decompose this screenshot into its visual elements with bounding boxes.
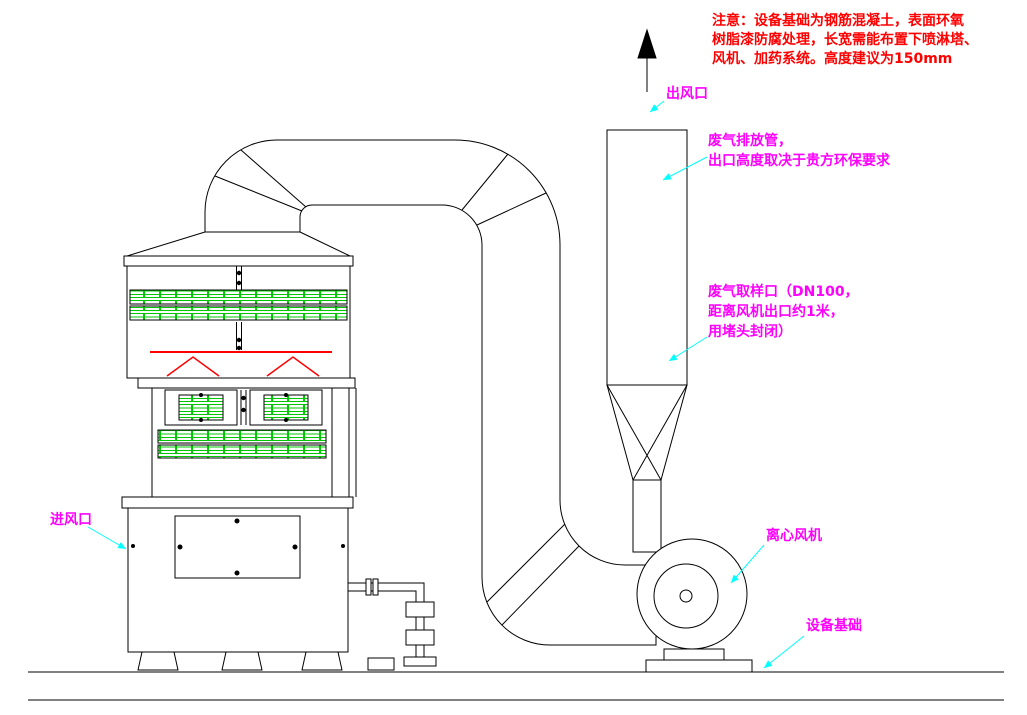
hood-side	[299, 231, 351, 257]
cone-brace	[632, 384, 688, 481]
pipe-base	[403, 656, 437, 667]
label-line: 用堵头封闭）	[708, 324, 792, 340]
tank-flange	[121, 496, 354, 509]
valve	[405, 629, 435, 646]
floor-drain	[367, 657, 395, 671]
drain-piping	[348, 578, 437, 671]
hood-side	[126, 231, 206, 257]
stack-body	[606, 129, 688, 386]
label-air-inlet: 进风口	[50, 512, 92, 528]
packing-band	[129, 289, 348, 305]
tower-foot	[221, 651, 263, 671]
fan-pedestal	[663, 648, 725, 661]
label-equipment-foundation: 设备基础	[806, 618, 862, 634]
note-text: 注意：设备基础为钢筋混凝土，表面环氧 树脂漆防腐处理，长宽需能布置下喷淋塔、 风…	[712, 12, 978, 69]
door-window-packing	[263, 394, 309, 421]
label-sampling-port: 废气取样口（DN100， 距离风机出口约1米， 用堵头封闭）	[708, 282, 859, 342]
fan-discharge	[632, 479, 662, 553]
mid-flange	[137, 377, 356, 389]
elbow-seam-lines	[214, 149, 580, 626]
leader-centrifugal-fan	[730, 544, 765, 584]
label-line: 出口高度取决于贵方环保要求	[708, 153, 890, 169]
fan-hub	[679, 589, 693, 603]
packing-band	[157, 429, 327, 444]
spray-nozzle	[166, 356, 220, 377]
label-line: 距离风机出口约1米，	[708, 304, 844, 320]
packing-band	[129, 305, 348, 321]
door-window-packing	[178, 394, 224, 421]
valve	[405, 601, 435, 618]
flow-arrow-icon	[637, 28, 657, 92]
transition-cone	[606, 384, 688, 481]
ground-line	[28, 671, 1004, 701]
leader-exhaust-pipe	[662, 156, 708, 181]
leader-air-outlet	[649, 100, 665, 113]
fan-base-plate	[645, 659, 753, 673]
leader-foundation	[763, 635, 805, 669]
label-line: 废气取样口（DN100，	[708, 284, 859, 300]
note-line: 树脂漆防腐处理，长宽需能布置下喷淋塔、	[712, 32, 978, 48]
label-centrifugal-fan: 离心风机	[766, 528, 822, 544]
note-line: 注意：设备基础为钢筋混凝土，表面环氧	[712, 13, 964, 29]
leader-sampling-port	[668, 336, 708, 362]
label-exhaust-pipe: 废气排放管， 出口高度取决于贵方环保要求	[708, 131, 890, 171]
spray-header	[150, 351, 332, 377]
access-panel	[174, 515, 301, 579]
spray-tower	[121, 231, 357, 671]
packing-band	[157, 444, 327, 459]
spray-nozzle	[266, 356, 320, 377]
drain-pipe	[348, 582, 425, 657]
drain-pipe	[348, 590, 417, 657]
centrifugal-fan	[636, 538, 753, 673]
label-line: 废气排放管，	[708, 133, 792, 149]
label-air-outlet: 出风口	[666, 86, 708, 102]
exhaust-duct	[204, 139, 657, 646]
tower-foot	[301, 651, 343, 671]
note-line: 风机、加药系统。高度建议为150mm	[712, 51, 953, 67]
pipe-flange	[372, 578, 379, 596]
duct-outline	[204, 139, 657, 646]
leader-lines	[87, 100, 805, 669]
cone-brace	[606, 384, 662, 481]
leader-air-inlet	[87, 526, 127, 550]
bolt-dots	[131, 270, 345, 576]
hood-flange	[123, 255, 354, 267]
pipe-flange	[365, 578, 372, 596]
tower-foot	[137, 651, 179, 671]
exhaust-stack	[606, 129, 688, 553]
